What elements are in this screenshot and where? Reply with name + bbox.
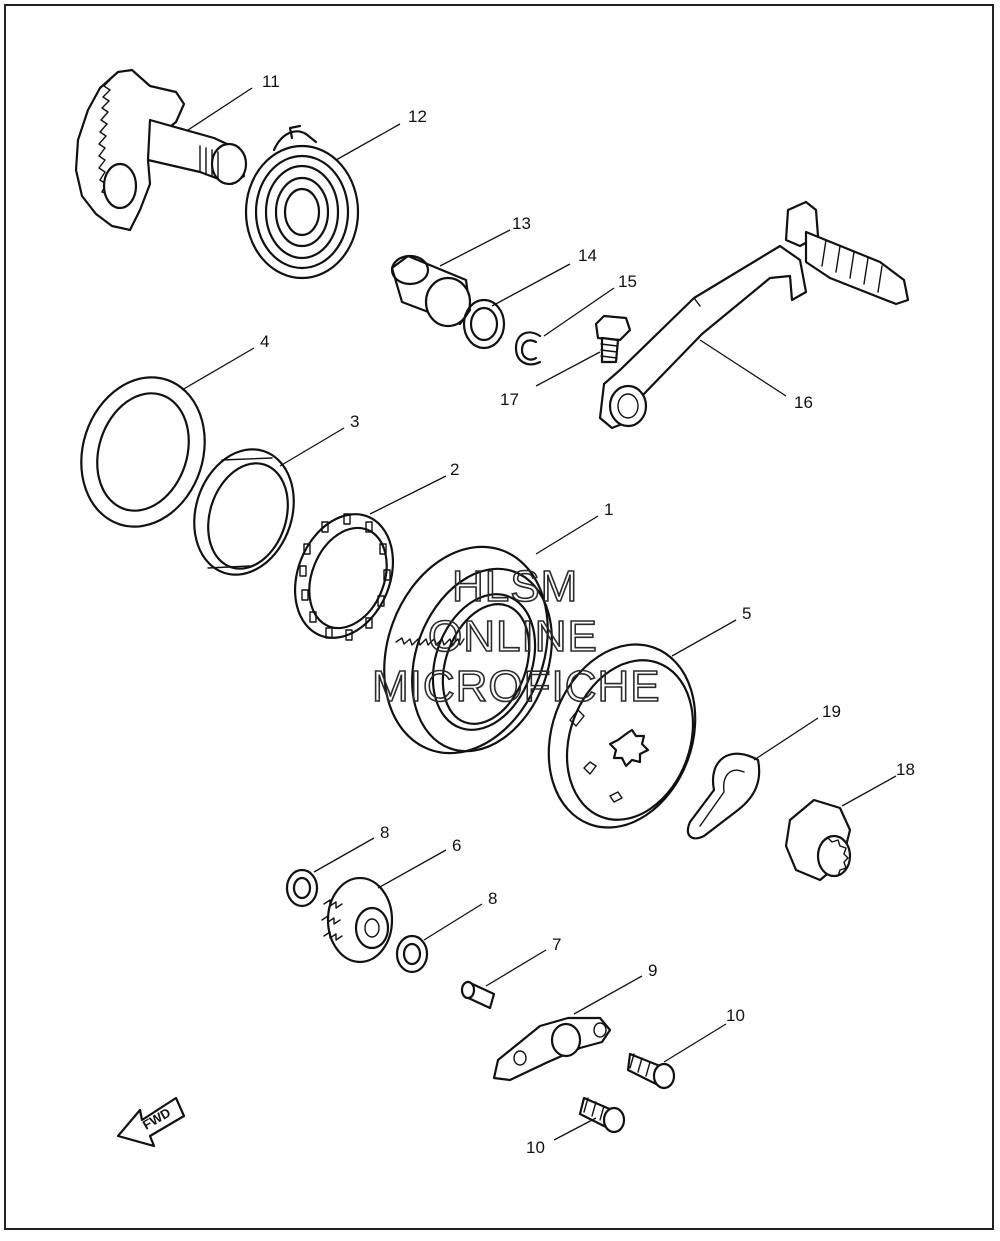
part-1-wheel-gear bbox=[383, 545, 553, 755]
part-15-circlip bbox=[514, 331, 542, 366]
part-19-spring-clip bbox=[686, 752, 761, 840]
part-11-kick-axle bbox=[74, 68, 248, 232]
watermark-line-1: HLSM bbox=[452, 562, 578, 611]
part-2-one-way-clutch bbox=[293, 513, 395, 641]
forward-direction-arrow: FWD bbox=[116, 1096, 186, 1148]
part-17-bolt bbox=[594, 314, 632, 364]
part-10-screw-upper bbox=[626, 1052, 676, 1090]
part-8-washer-lower bbox=[395, 934, 429, 974]
watermark: HLSM ONLINE MICROFICHE bbox=[371, 561, 661, 712]
callout-9: 9 bbox=[648, 961, 657, 980]
part-9-plate bbox=[492, 1016, 612, 1082]
callout-labels: 11 12 13 14 15 17 16 4 3 2 1 5 19 18 8 6… bbox=[260, 72, 915, 1157]
part-8-washer-upper bbox=[285, 868, 319, 908]
part-4-thrust-plate bbox=[80, 376, 206, 528]
callout-10-lower: 10 bbox=[526, 1138, 545, 1157]
callout-19: 19 bbox=[822, 702, 841, 721]
callout-4: 4 bbox=[260, 332, 269, 351]
callout-13: 13 bbox=[512, 214, 531, 233]
part-6-idle-gear bbox=[321, 876, 394, 964]
callout-7: 7 bbox=[552, 935, 561, 954]
callout-3: 3 bbox=[350, 412, 359, 431]
part-13-collar bbox=[390, 254, 472, 328]
callout-16: 16 bbox=[794, 393, 813, 412]
callout-18: 18 bbox=[896, 760, 915, 779]
watermark-line-3: MICROFICHE bbox=[372, 662, 661, 711]
callout-6: 6 bbox=[452, 836, 461, 855]
callout-5: 5 bbox=[742, 604, 751, 623]
part-5-clutch-carrier bbox=[547, 643, 697, 829]
callout-15: 15 bbox=[618, 272, 637, 291]
part-18-pinion-gear bbox=[784, 798, 852, 882]
leader-lines bbox=[181, 87, 897, 1141]
part-7-shaft bbox=[460, 980, 496, 1010]
part-10-screw-lower bbox=[578, 1096, 626, 1134]
watermark-line-2: ONLINE bbox=[428, 612, 598, 661]
callout-10-upper: 10 bbox=[726, 1006, 745, 1025]
callout-12: 12 bbox=[408, 107, 427, 126]
callout-14: 14 bbox=[578, 246, 597, 265]
part-12-kick-spring bbox=[244, 124, 360, 280]
part-3-race bbox=[193, 448, 295, 576]
callout-8-lower: 8 bbox=[488, 889, 497, 908]
part-16-kick-lever bbox=[598, 200, 910, 430]
callout-8-upper: 8 bbox=[380, 823, 389, 842]
part-14-washer bbox=[462, 298, 506, 350]
callout-17: 17 bbox=[500, 390, 519, 409]
callout-11: 11 bbox=[262, 72, 280, 91]
callout-1: 1 bbox=[604, 500, 613, 519]
callout-2: 2 bbox=[450, 460, 459, 479]
